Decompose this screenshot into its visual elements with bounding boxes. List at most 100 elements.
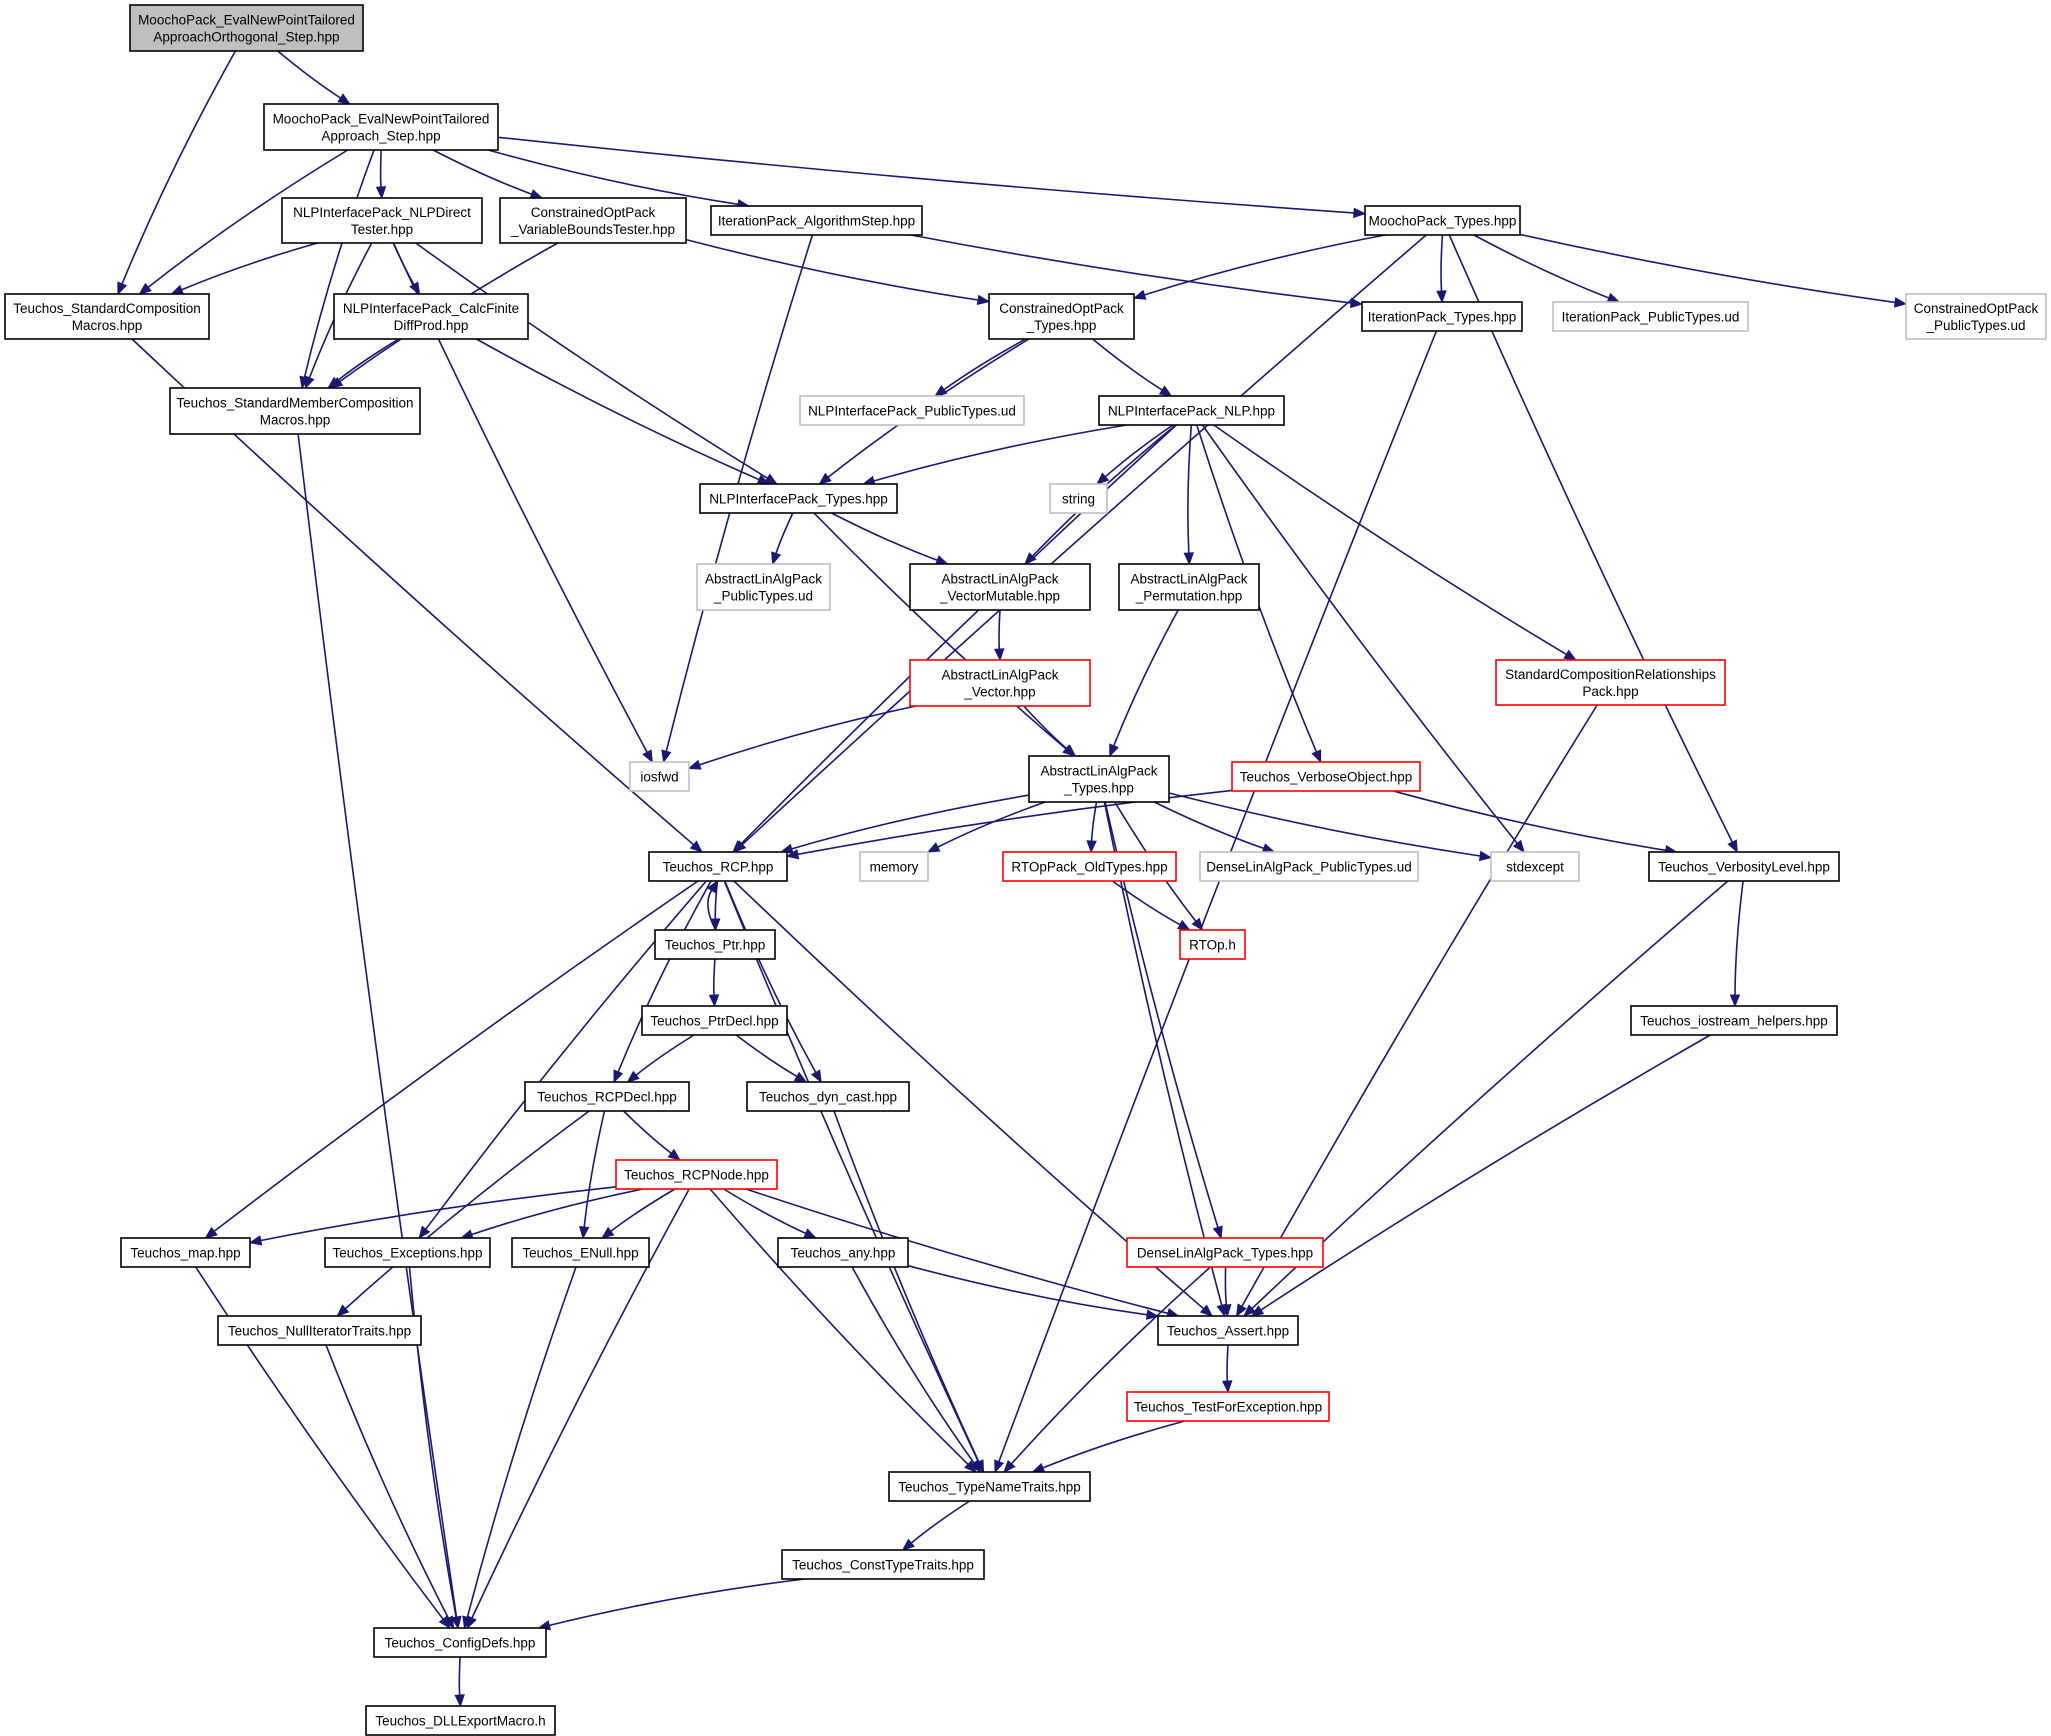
edge-line: [497, 136, 1355, 214]
edge-line: [851, 1266, 975, 1464]
node-iostream[interactable]: Teuchos_iostream_helpers.hpp: [1630, 1005, 1838, 1036]
edge-line: [712, 958, 716, 996]
edge-line: [797, 789, 1233, 856]
node-consttype[interactable]: Teuchos_ConstTypeTraits.hpp: [781, 1549, 985, 1580]
edge-typename-to-consttype: [901, 1500, 971, 1551]
node-label: AbstractLinAlgPack: [941, 668, 1058, 683]
arrowhead: [1063, 744, 1077, 757]
node-rtopold[interactable]: RTOpPack_OldTypes.hpp: [1002, 851, 1177, 882]
node-rtoph[interactable]: RTOp.h: [1179, 929, 1246, 960]
edge-stdmember-to-configdefs: [297, 433, 462, 1630]
arrowhead: [1031, 1462, 1046, 1473]
node-label: Teuchos_map.hpp: [130, 1246, 240, 1261]
node-densetypes[interactable]: DenseLinAlgPack_Types.hpp: [1126, 1237, 1324, 1268]
node-box: [1126, 1391, 1330, 1422]
node-itertypes[interactable]: IterationPack_Types.hpp: [1361, 301, 1523, 332]
node-label: Teuchos_Exceptions.hpp: [332, 1246, 482, 1261]
node-label: Teuchos_RCP.hpp: [663, 860, 774, 875]
node-copttypes[interactable]: ConstrainedOptPack_Types.hpp: [988, 293, 1135, 340]
edge-rcpnode-to-enull: [601, 1188, 676, 1239]
node-dyncast[interactable]: Teuchos_dyn_cast.hpp: [746, 1081, 910, 1112]
edge-rtopold-to-rtoph: [1111, 880, 1191, 931]
edge-line: [907, 1264, 1148, 1316]
edge-evalstep-to-stdmember: [299, 149, 375, 390]
arrowhead: [661, 749, 672, 764]
node-map[interactable]: Teuchos_map.hpp: [120, 1237, 251, 1268]
node-label: Tester.hpp: [351, 222, 413, 237]
edge-line: [471, 1188, 690, 1619]
node-verbobj[interactable]: Teuchos_VerboseObject.hpp: [1231, 761, 1421, 792]
edge-line: [432, 149, 532, 195]
edge-line: [943, 338, 1027, 391]
node-label: Teuchos_dyn_cast.hpp: [759, 1090, 897, 1105]
node-nlp[interactable]: NLPInterfacePack_NLP.hpp: [1098, 395, 1285, 426]
node-rcp[interactable]: Teuchos_RCP.hpp: [648, 851, 788, 882]
node-nlptypes[interactable]: NLPInterfacePack_Types.hpp: [699, 483, 898, 514]
node-moochotypes[interactable]: MoochoPack_Types.hpp: [1364, 205, 1521, 236]
node-box: [1157, 1315, 1299, 1346]
node-rcpnode[interactable]: Teuchos_RCPNode.hpp: [615, 1159, 778, 1190]
node-typename[interactable]: Teuchos_TypeNameTraits.hpp: [888, 1471, 1091, 1502]
node-box: [1199, 851, 1419, 882]
arrowhead: [771, 551, 782, 566]
edge-moochotypes-to-itertypes: [1436, 234, 1447, 304]
node-label: NLPInterfacePack_CalcFinite: [343, 301, 519, 316]
edge-varbounds-to-copttypes: [685, 238, 991, 306]
node-varbounds[interactable]: ConstrainedOptPack_VariableBoundsTester.…: [499, 197, 687, 244]
node-label: AbstractLinAlgPack: [941, 572, 1058, 587]
node-box: [710, 205, 923, 236]
edge-line: [1023, 705, 1068, 750]
arrowhead: [1353, 207, 1367, 219]
node-enull[interactable]: Teuchos_ENull.hpp: [511, 1237, 650, 1268]
node-testforexc[interactable]: Teuchos_TestForException.hpp: [1126, 1391, 1330, 1422]
arrowhead: [994, 648, 1005, 662]
edge-line: [1393, 790, 1666, 852]
arrowhead: [706, 879, 719, 894]
node-label: Approach_Step.hpp: [321, 129, 440, 144]
edge-assert-to-testforexc: [1222, 1344, 1233, 1394]
node-configdefs[interactable]: Teuchos_ConfigDefs.hpp: [373, 1627, 547, 1658]
node-any[interactable]: Teuchos_any.hpp: [777, 1237, 909, 1268]
node-root[interactable]: MoochoPack_EvalNewPointTailoredApproachO…: [129, 4, 364, 52]
node-label: NLPInterfacePack_PublicTypes.ud: [808, 404, 1016, 419]
node-label: _VariableBoundsTester.hpp: [510, 222, 675, 237]
arrowhead: [935, 555, 949, 565]
node-assert[interactable]: Teuchos_Assert.hpp: [1157, 1315, 1299, 1346]
node-label: Pack.hpp: [1582, 684, 1638, 699]
node-dllexport[interactable]: Teuchos_DLLExportMacro.h: [365, 1705, 556, 1736]
node-box: [333, 293, 529, 340]
node-rcpdecl[interactable]: Teuchos_RCPDecl.hpp: [524, 1081, 690, 1112]
node-evalstep[interactable]: MoochoPack_EvalNewPointTailoredApproach_…: [263, 103, 499, 151]
arrowhead: [926, 842, 941, 853]
edge-vector-to-iosfwd: [687, 705, 917, 770]
node-label: Teuchos_NullIteratorTraits.hpp: [228, 1324, 411, 1339]
node-stdmember[interactable]: Teuchos_StandardMemberCompositionMacros.…: [169, 387, 421, 435]
node-exceptions[interactable]: Teuchos_Exceptions.hpp: [324, 1237, 491, 1268]
arrowhead: [1311, 749, 1322, 764]
arrowhead: [304, 375, 315, 390]
node-perm[interactable]: AbstractLinAlgPack_Permutation.hpp: [1118, 563, 1260, 611]
edge-copttypes-to-nlppub: [934, 338, 1027, 397]
node-ptr[interactable]: Teuchos_Ptr.hpp: [654, 929, 776, 960]
arrowhead: [117, 281, 128, 296]
arrowhead: [708, 994, 720, 1008]
arrowhead: [994, 1459, 1005, 1474]
node-ptrdecl[interactable]: Teuchos_PtrDecl.hpp: [641, 1005, 788, 1036]
node-algstep[interactable]: IterationPack_AlgorithmStep.hpp: [710, 205, 923, 236]
node-label: memory: [870, 860, 919, 875]
node-label: MoochoPack_EvalNewPointTailored: [138, 13, 355, 28]
arrowhead: [336, 1304, 350, 1317]
node-nulliter[interactable]: Teuchos_NullIteratorTraits.hpp: [217, 1315, 422, 1346]
node-label: _Permutation.hpp: [1135, 589, 1243, 604]
node-vector[interactable]: AbstractLinAlgPack_Vector.hpp: [909, 659, 1091, 707]
edge-testforexc-to-typename: [1031, 1420, 1186, 1473]
node-vecmut[interactable]: AbstractLinAlgPack_VectorMutable.hpp: [909, 563, 1091, 611]
node-alatypes[interactable]: AbstractLinAlgPack_Types.hpp: [1028, 755, 1170, 803]
node-verblevel[interactable]: Teuchos_VerbosityLevel.hpp: [1648, 851, 1840, 882]
edge-line: [1104, 424, 1174, 478]
